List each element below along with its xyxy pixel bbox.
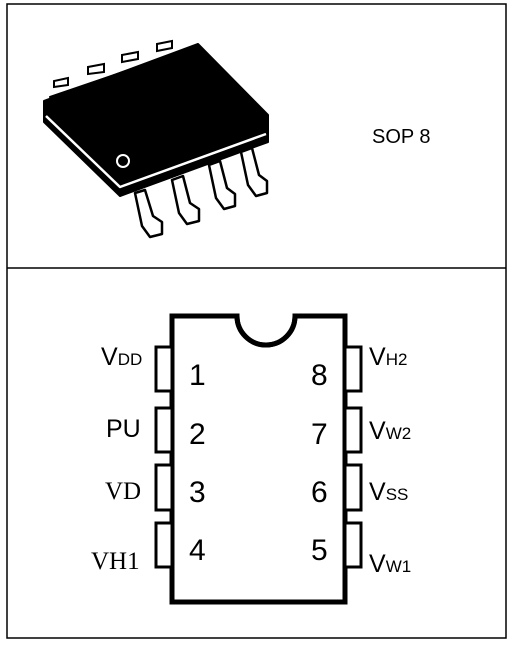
left-pin-stubs — [154, 345, 174, 569]
pin-stub-8 — [343, 345, 363, 393]
right-pin-numbers: 8 7 6 5 — [311, 359, 328, 567]
pin-stub-5 — [343, 521, 363, 569]
pin-number-2: 2 — [189, 418, 206, 451]
pin-number-1: 1 — [189, 359, 206, 392]
pin-number-3: 3 — [189, 476, 206, 509]
right-pin-stubs — [343, 345, 363, 569]
chip-body — [169, 313, 348, 605]
right-pin-labels: VH2 VW2 VSS VW1 — [369, 343, 411, 578]
pin-stub-1 — [154, 345, 174, 393]
figure-frame — [6, 3, 507, 639]
package-front-leads — [133, 146, 269, 239]
pin-label-3: VD — [105, 478, 141, 505]
package-parting-line — [45, 115, 267, 189]
pin-stub-7 — [343, 406, 363, 454]
pin-number-7: 7 — [311, 418, 328, 451]
pin-number-5: 5 — [311, 534, 328, 567]
pin-stub-2 — [154, 406, 174, 454]
pin-number-6: 6 — [311, 476, 328, 509]
pin-label-2: PU — [106, 415, 141, 443]
orientation-notch-icon — [234, 315, 298, 348]
pin-label-1: VDD — [101, 343, 142, 371]
sop8-package-illustration — [43, 39, 269, 239]
pin-label-5: VW1 — [369, 550, 411, 578]
pin-number-4: 4 — [189, 534, 206, 567]
pin-label-7: VW2 — [369, 417, 411, 445]
package-label: SOP 8 — [372, 126, 431, 148]
pin-label-6: VSS — [369, 478, 408, 506]
left-pin-numbers: 1 2 3 4 — [189, 359, 206, 567]
pin-number-8: 8 — [311, 359, 328, 392]
pin-label-4: VH1 — [91, 548, 140, 575]
pin-stub-6 — [343, 463, 363, 512]
pin1-dimple-icon — [116, 154, 130, 168]
package-body-top — [49, 46, 263, 172]
pin-stub-3 — [154, 463, 174, 512]
package-back-leads — [53, 39, 173, 89]
left-pin-labels: VDD PU VD VH1 — [91, 343, 142, 575]
pin-label-8: VH2 — [369, 343, 407, 371]
pin-stub-4 — [154, 521, 174, 569]
